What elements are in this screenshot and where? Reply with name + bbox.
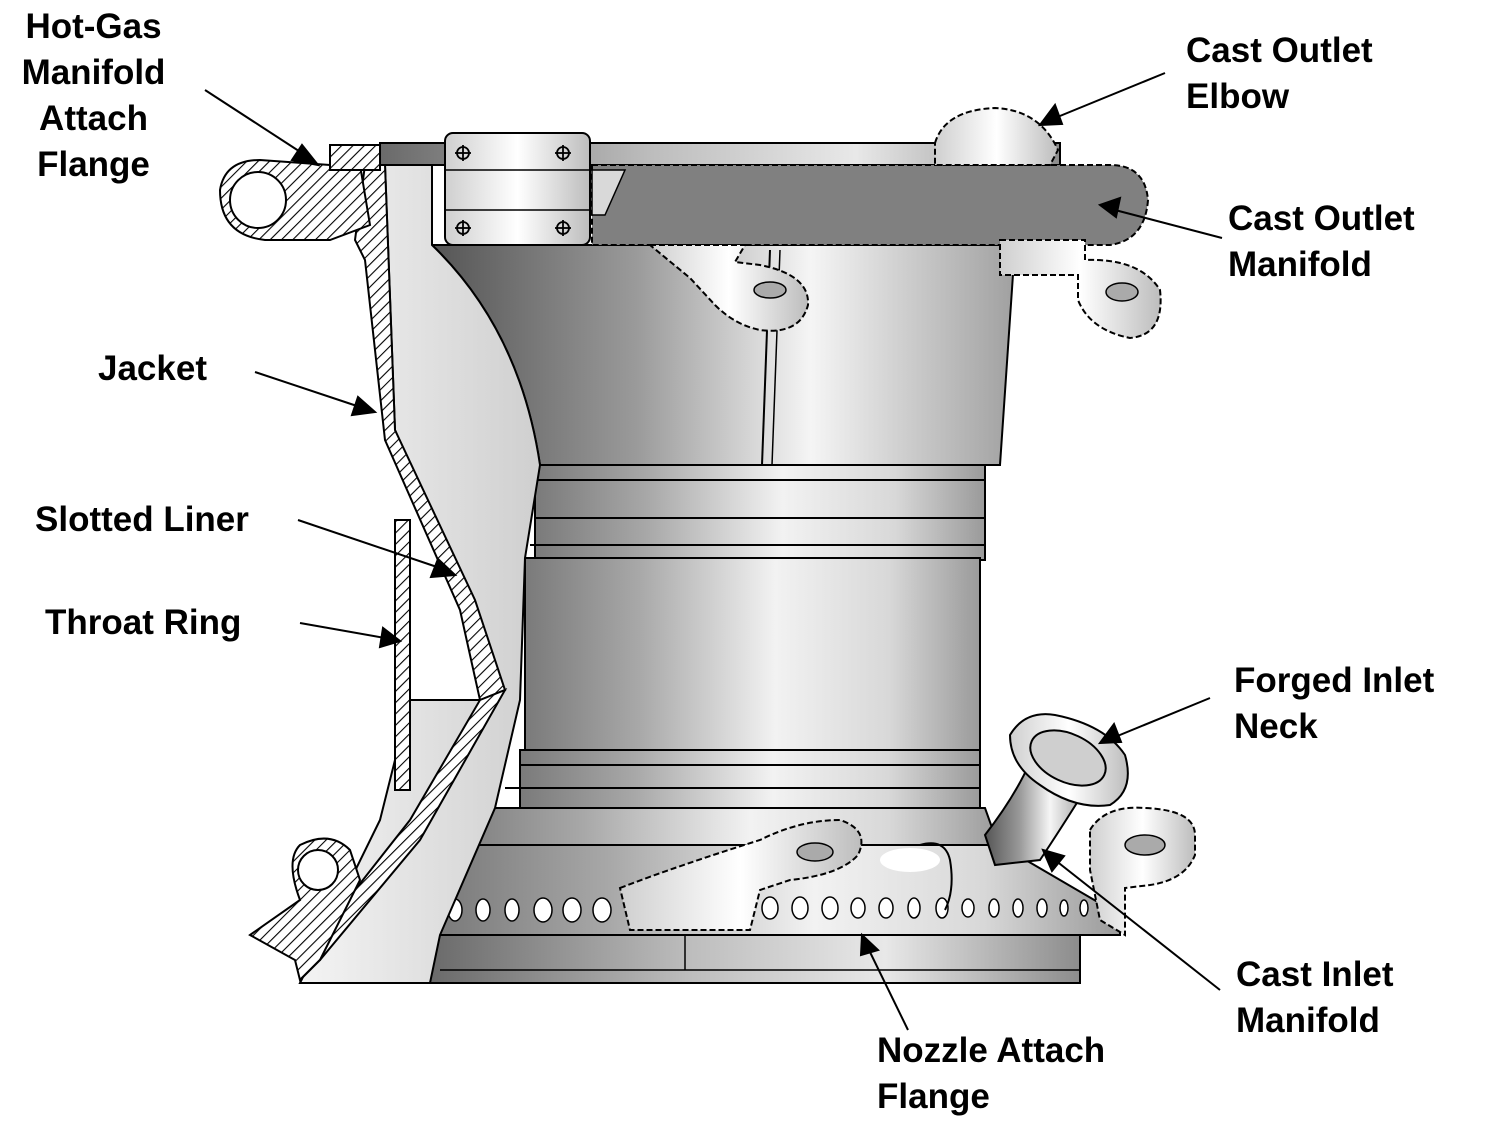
label-jacket: Jacket — [98, 349, 207, 388]
label-throat-ring: Throat Ring — [45, 603, 242, 642]
throat-cylinder — [524, 557, 981, 751]
label-cast-outlet-elbow: Cast Outlet Elbow — [1186, 31, 1373, 116]
nozzle-attach-flange — [429, 934, 1081, 984]
upper-lug-left — [647, 244, 810, 332]
label-slotted-liner: Slotted Liner — [35, 500, 249, 539]
label-nozzle-attach-flange: Nozzle Attach Flange — [877, 1031, 1106, 1116]
clamp-block — [444, 132, 591, 246]
upper-lug-right — [999, 239, 1162, 340]
label-hot-gas-manifold-attach-flange: Hot-Gas Manifold Attach Flange — [21, 7, 166, 184]
coolant-slots — [447, 896, 1089, 923]
leader-lines — [204, 72, 1223, 1031]
inlet-manifold-lug — [1089, 806, 1196, 937]
cast-outlet-elbow — [934, 106, 1060, 166]
throat-ring-wall — [394, 519, 411, 791]
label-cast-outlet-manifold: Cast Outlet Manifold — [1228, 199, 1415, 284]
cast-outlet-manifold — [591, 164, 1150, 246]
clamp-bolts — [455, 145, 571, 236]
label-cast-inlet-manifold: Cast Inlet Manifold — [1236, 955, 1394, 1040]
label-forged-inlet-neck: Forged Inlet Neck — [1234, 661, 1435, 746]
lower-diverging-section — [442, 807, 1002, 851]
hot-gas-flange-port — [229, 171, 287, 229]
